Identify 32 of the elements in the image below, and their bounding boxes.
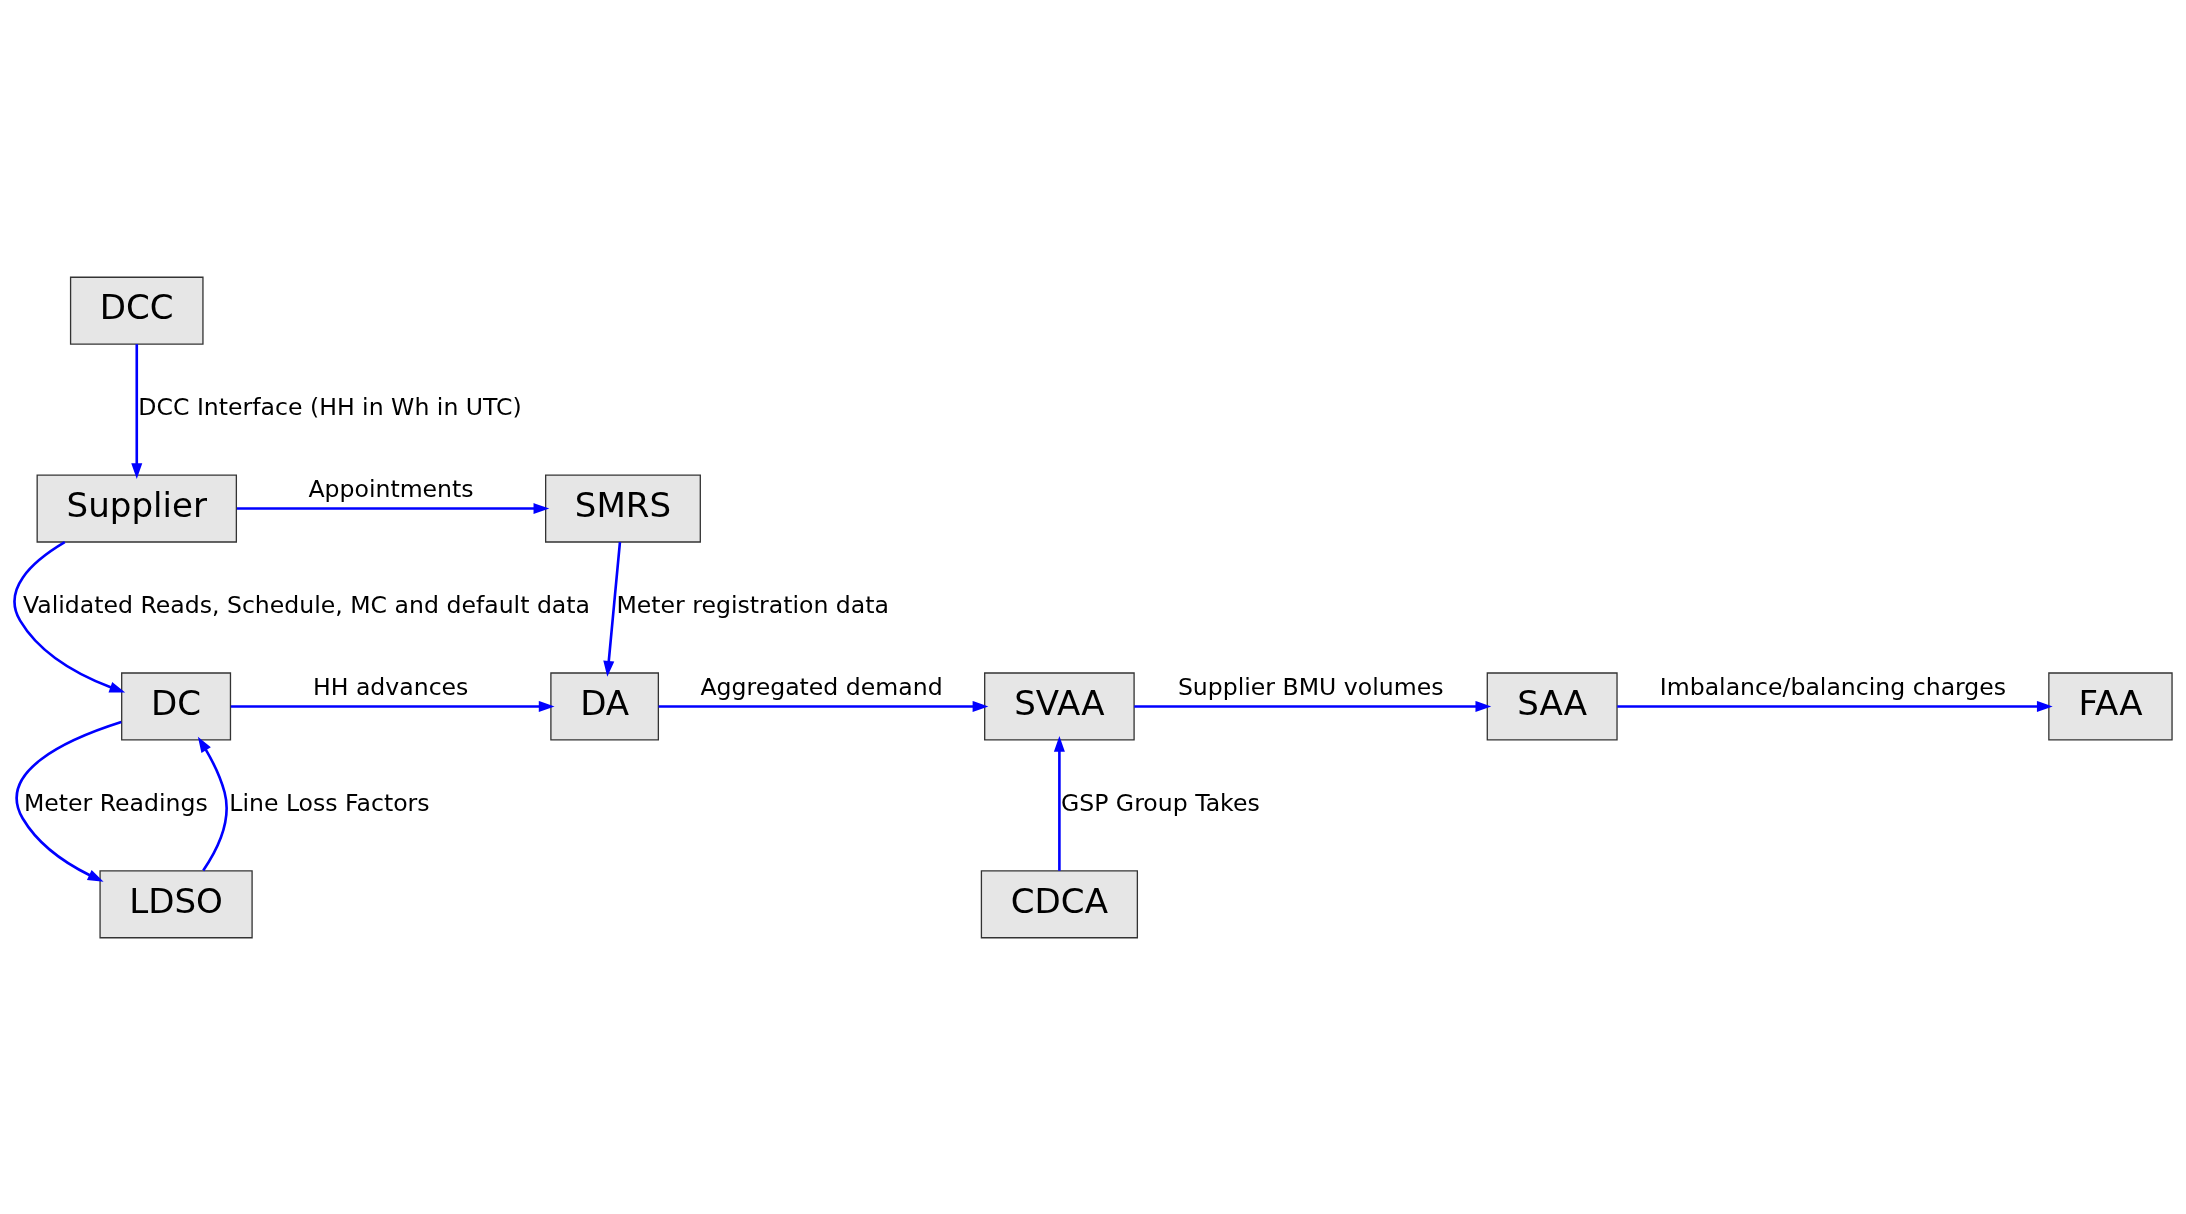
- edge-label: Imbalance/balancing charges: [1659, 672, 2007, 701]
- arrow: [13, 540, 126, 693]
- edge-label: GSP Group Takes: [1060, 788, 1260, 817]
- edge-label: Meter Readings: [23, 788, 208, 817]
- arrow: [658, 700, 989, 712]
- edge-label: HH advances: [312, 672, 469, 701]
- node-box: DC: [121, 671, 232, 741]
- arrow: [1617, 700, 2053, 712]
- arrow: [197, 736, 228, 871]
- edge-label: Supplier BMU volumes: [1177, 672, 1444, 701]
- node-box: DA: [550, 671, 659, 741]
- edge-label: Appointments: [308, 474, 474, 503]
- arrow: [603, 541, 622, 677]
- node-box: CDCA: [980, 869, 1139, 938]
- node-box: Supplier: [36, 473, 238, 543]
- arrow: [1134, 700, 1492, 712]
- node-box: LDSO: [99, 869, 253, 938]
- edge-label: DCC Interface (HH in Wh in UTC): [138, 392, 522, 421]
- node-box: SMRS: [545, 473, 701, 543]
- arrow: [1053, 735, 1065, 871]
- arrow: [236, 502, 550, 514]
- node-box: SAA: [1486, 671, 1618, 741]
- arrow: [15, 720, 122, 882]
- node-box: DCC: [69, 276, 204, 345]
- node-box: FAA: [2048, 671, 2173, 741]
- node-box: SVAA: [984, 671, 1135, 741]
- arrow: [230, 700, 555, 712]
- edge-label: Line Loss Factors: [229, 788, 430, 817]
- edge-label: Aggregated demand: [700, 672, 943, 701]
- arrow: [131, 343, 143, 479]
- edge-label: Validated Reads, Schedule, MC and default data: [22, 590, 591, 619]
- edge-label: Meter registration data: [616, 590, 889, 619]
